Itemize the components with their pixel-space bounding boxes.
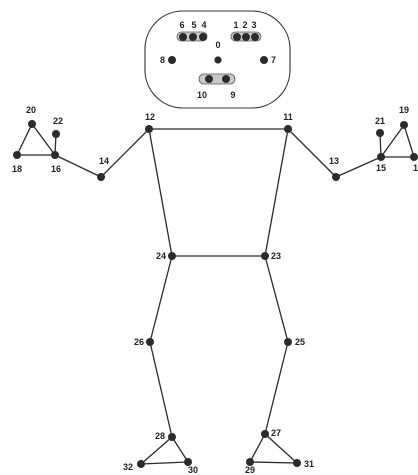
landmark-4-label: 4 <box>201 20 206 30</box>
landmark-2-label: 2 <box>242 20 247 30</box>
landmark-29-label: 29 <box>245 465 255 475</box>
landmark-18-label: 18 <box>12 164 22 174</box>
bone-29-31 <box>250 462 297 463</box>
landmark-24-dot <box>168 252 176 260</box>
landmark-21-dot <box>376 129 384 137</box>
landmark-23-label: 23 <box>271 251 281 261</box>
landmark-20-label: 20 <box>26 105 36 115</box>
landmark-2-dot <box>242 33 250 41</box>
landmark-labels: 0123456789101112131415161718192021222324… <box>12 20 418 475</box>
landmark-25-label: 25 <box>295 337 305 347</box>
bone-13-15 <box>336 157 381 177</box>
landmark-27-dot <box>261 430 269 438</box>
bone-15-19 <box>381 125 404 157</box>
landmark-22-dot <box>52 130 60 138</box>
landmark-24-label: 24 <box>156 251 166 261</box>
bone-17-19 <box>404 125 414 157</box>
landmark-13-dot <box>332 173 340 181</box>
landmark-32-label: 32 <box>123 462 133 472</box>
landmark-19-label: 19 <box>399 105 409 115</box>
landmark-15-label: 15 <box>376 163 386 173</box>
landmark-14-label: 14 <box>99 156 109 166</box>
landmark-25-dot <box>284 338 292 346</box>
bone-26-28 <box>150 342 172 437</box>
landmark-5-dot <box>189 33 197 41</box>
landmark-15-dot <box>377 153 385 161</box>
bone-12-14 <box>101 129 149 177</box>
landmark-22-label: 22 <box>53 116 63 126</box>
bone-28-32 <box>141 437 172 464</box>
bone-18-20 <box>17 124 32 155</box>
landmark-28-dot <box>168 433 176 441</box>
landmark-3-dot <box>251 33 259 41</box>
landmark-1-label: 1 <box>233 20 238 30</box>
landmark-30-label: 30 <box>188 465 198 475</box>
bone-27-29 <box>250 434 265 462</box>
landmark-8-label: 8 <box>160 55 165 65</box>
landmark-26-dot <box>146 338 154 346</box>
landmark-0-label: 0 <box>215 40 220 50</box>
landmark-18-dot <box>13 151 21 159</box>
landmark-32-dot <box>137 460 145 468</box>
landmark-23-dot <box>261 252 269 260</box>
landmark-31-label: 31 <box>304 459 314 469</box>
landmark-6-dot <box>179 33 187 41</box>
landmark-1-dot <box>233 33 241 41</box>
landmark-7-label: 7 <box>271 55 276 65</box>
landmark-6-label: 6 <box>179 20 184 30</box>
landmark-0-dot <box>214 56 221 63</box>
landmark-12-label: 12 <box>145 112 155 122</box>
landmark-3-label: 3 <box>251 20 256 30</box>
landmark-11-dot <box>284 125 292 133</box>
landmark-16-dot <box>51 151 59 159</box>
landmark-28-label: 28 <box>155 431 165 441</box>
bone-28-30 <box>172 437 188 462</box>
landmark-14-dot <box>97 173 105 181</box>
landmark-9-dot <box>222 75 230 83</box>
landmark-20-dot <box>28 120 36 128</box>
bone-25-27 <box>265 342 288 434</box>
landmark-17-dot <box>410 153 418 161</box>
landmark-12-dot <box>145 125 153 133</box>
landmark-21-label: 21 <box>375 116 385 126</box>
landmark-16-label: 16 <box>51 164 61 174</box>
landmark-31-dot <box>293 459 301 467</box>
bone-12-24 <box>149 129 172 256</box>
landmark-points <box>13 33 418 468</box>
bone-27-31 <box>265 434 297 463</box>
landmark-27-label: 27 <box>271 428 281 438</box>
landmark-13-label: 13 <box>329 156 339 166</box>
bone-14-16 <box>55 155 101 177</box>
bone-11-13 <box>288 129 336 177</box>
landmark-5-label: 5 <box>191 20 196 30</box>
landmark-17-label: 17 <box>413 163 418 173</box>
landmark-11-label: 11 <box>283 112 293 122</box>
landmark-9-label: 9 <box>230 90 235 100</box>
landmark-10-label: 10 <box>197 90 207 100</box>
landmark-4-dot <box>199 33 207 41</box>
bone-16-20 <box>32 124 55 155</box>
landmark-26-label: 26 <box>134 337 144 347</box>
bone-24-26 <box>150 256 172 342</box>
landmark-19-dot <box>400 121 408 129</box>
skeleton-connections <box>17 124 414 464</box>
landmark-10-dot <box>205 75 213 83</box>
landmark-7-dot <box>260 56 268 64</box>
landmark-8-dot <box>168 56 176 64</box>
bone-11-23 <box>265 129 288 256</box>
bone-30-32 <box>141 462 188 464</box>
bone-23-25 <box>265 256 288 342</box>
